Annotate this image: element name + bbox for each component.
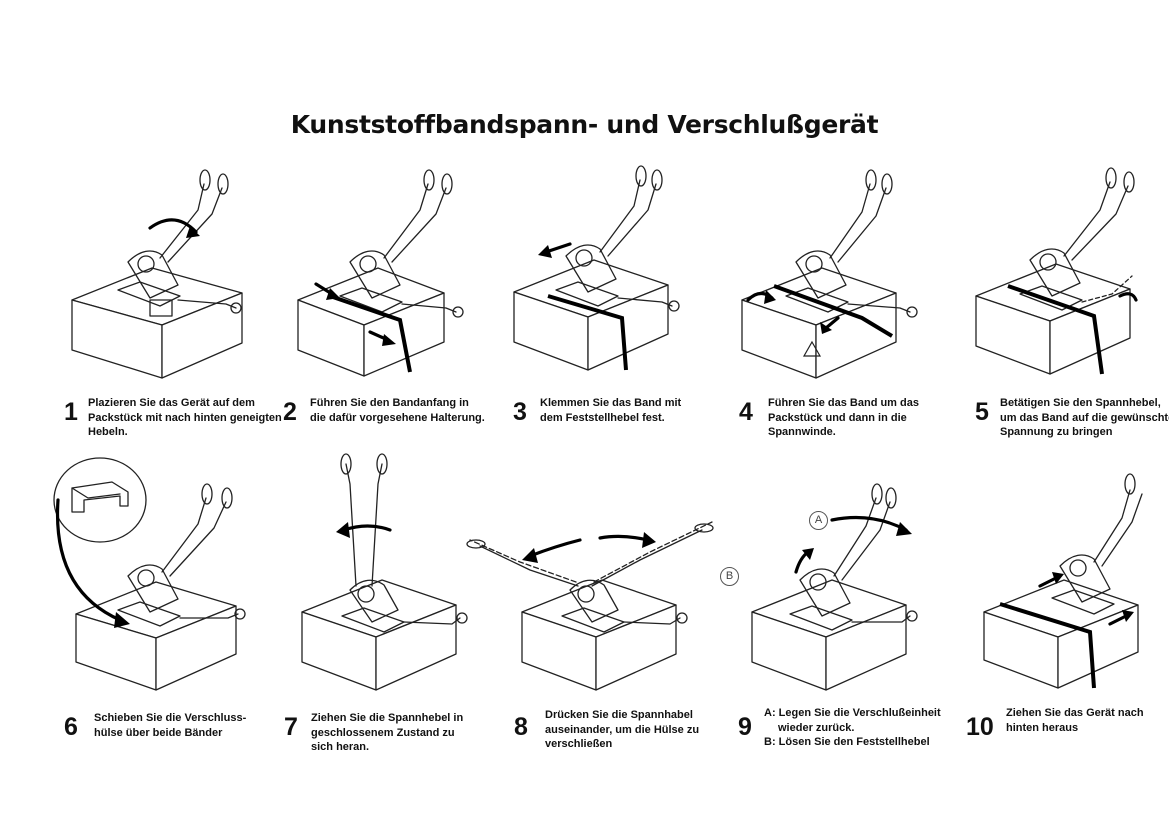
step-3-number: 3 <box>513 398 527 426</box>
step-6-number: 6 <box>64 713 78 741</box>
step-10-number: 10 <box>966 713 994 741</box>
step-8-number: 8 <box>514 713 528 741</box>
step-2-number: 2 <box>283 398 297 426</box>
label-a: A <box>809 511 828 530</box>
step-5-caption: Betätigen Sie den Spannhebel,um das Band… <box>1000 397 1169 438</box>
step-1-number: 1 <box>64 398 78 426</box>
step-4-number: 4 <box>739 398 753 426</box>
step-6-caption: Schieben Sie die Verschluss-hülse über b… <box>94 712 247 739</box>
step-7-number: 7 <box>284 713 298 741</box>
step-9-number: 9 <box>738 713 752 741</box>
step-5-number: 5 <box>975 398 989 426</box>
label-b: B <box>720 567 739 586</box>
page-title: Kunststoffbandspann- und Verschlußgerät <box>290 110 879 139</box>
